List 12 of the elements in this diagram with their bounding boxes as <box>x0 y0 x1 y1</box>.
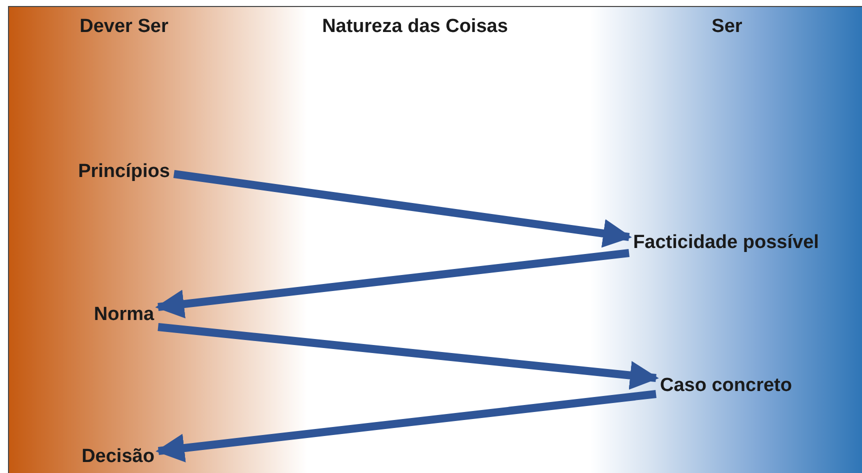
column-heading: Ser <box>712 16 742 39</box>
arrow <box>173 170 632 248</box>
arrow <box>158 323 659 390</box>
arrow <box>156 390 656 462</box>
term-label: Norma <box>94 304 154 326</box>
column-heading: Dever Ser <box>80 16 168 39</box>
term-label: Princípios <box>78 160 170 184</box>
column-heading: Natureza das Coisas <box>322 16 508 39</box>
term-label: Caso concreto <box>660 374 792 398</box>
arrow <box>155 249 630 318</box>
term-label: Facticidade possível <box>633 232 819 254</box>
term-label: Decisão <box>82 446 154 468</box>
